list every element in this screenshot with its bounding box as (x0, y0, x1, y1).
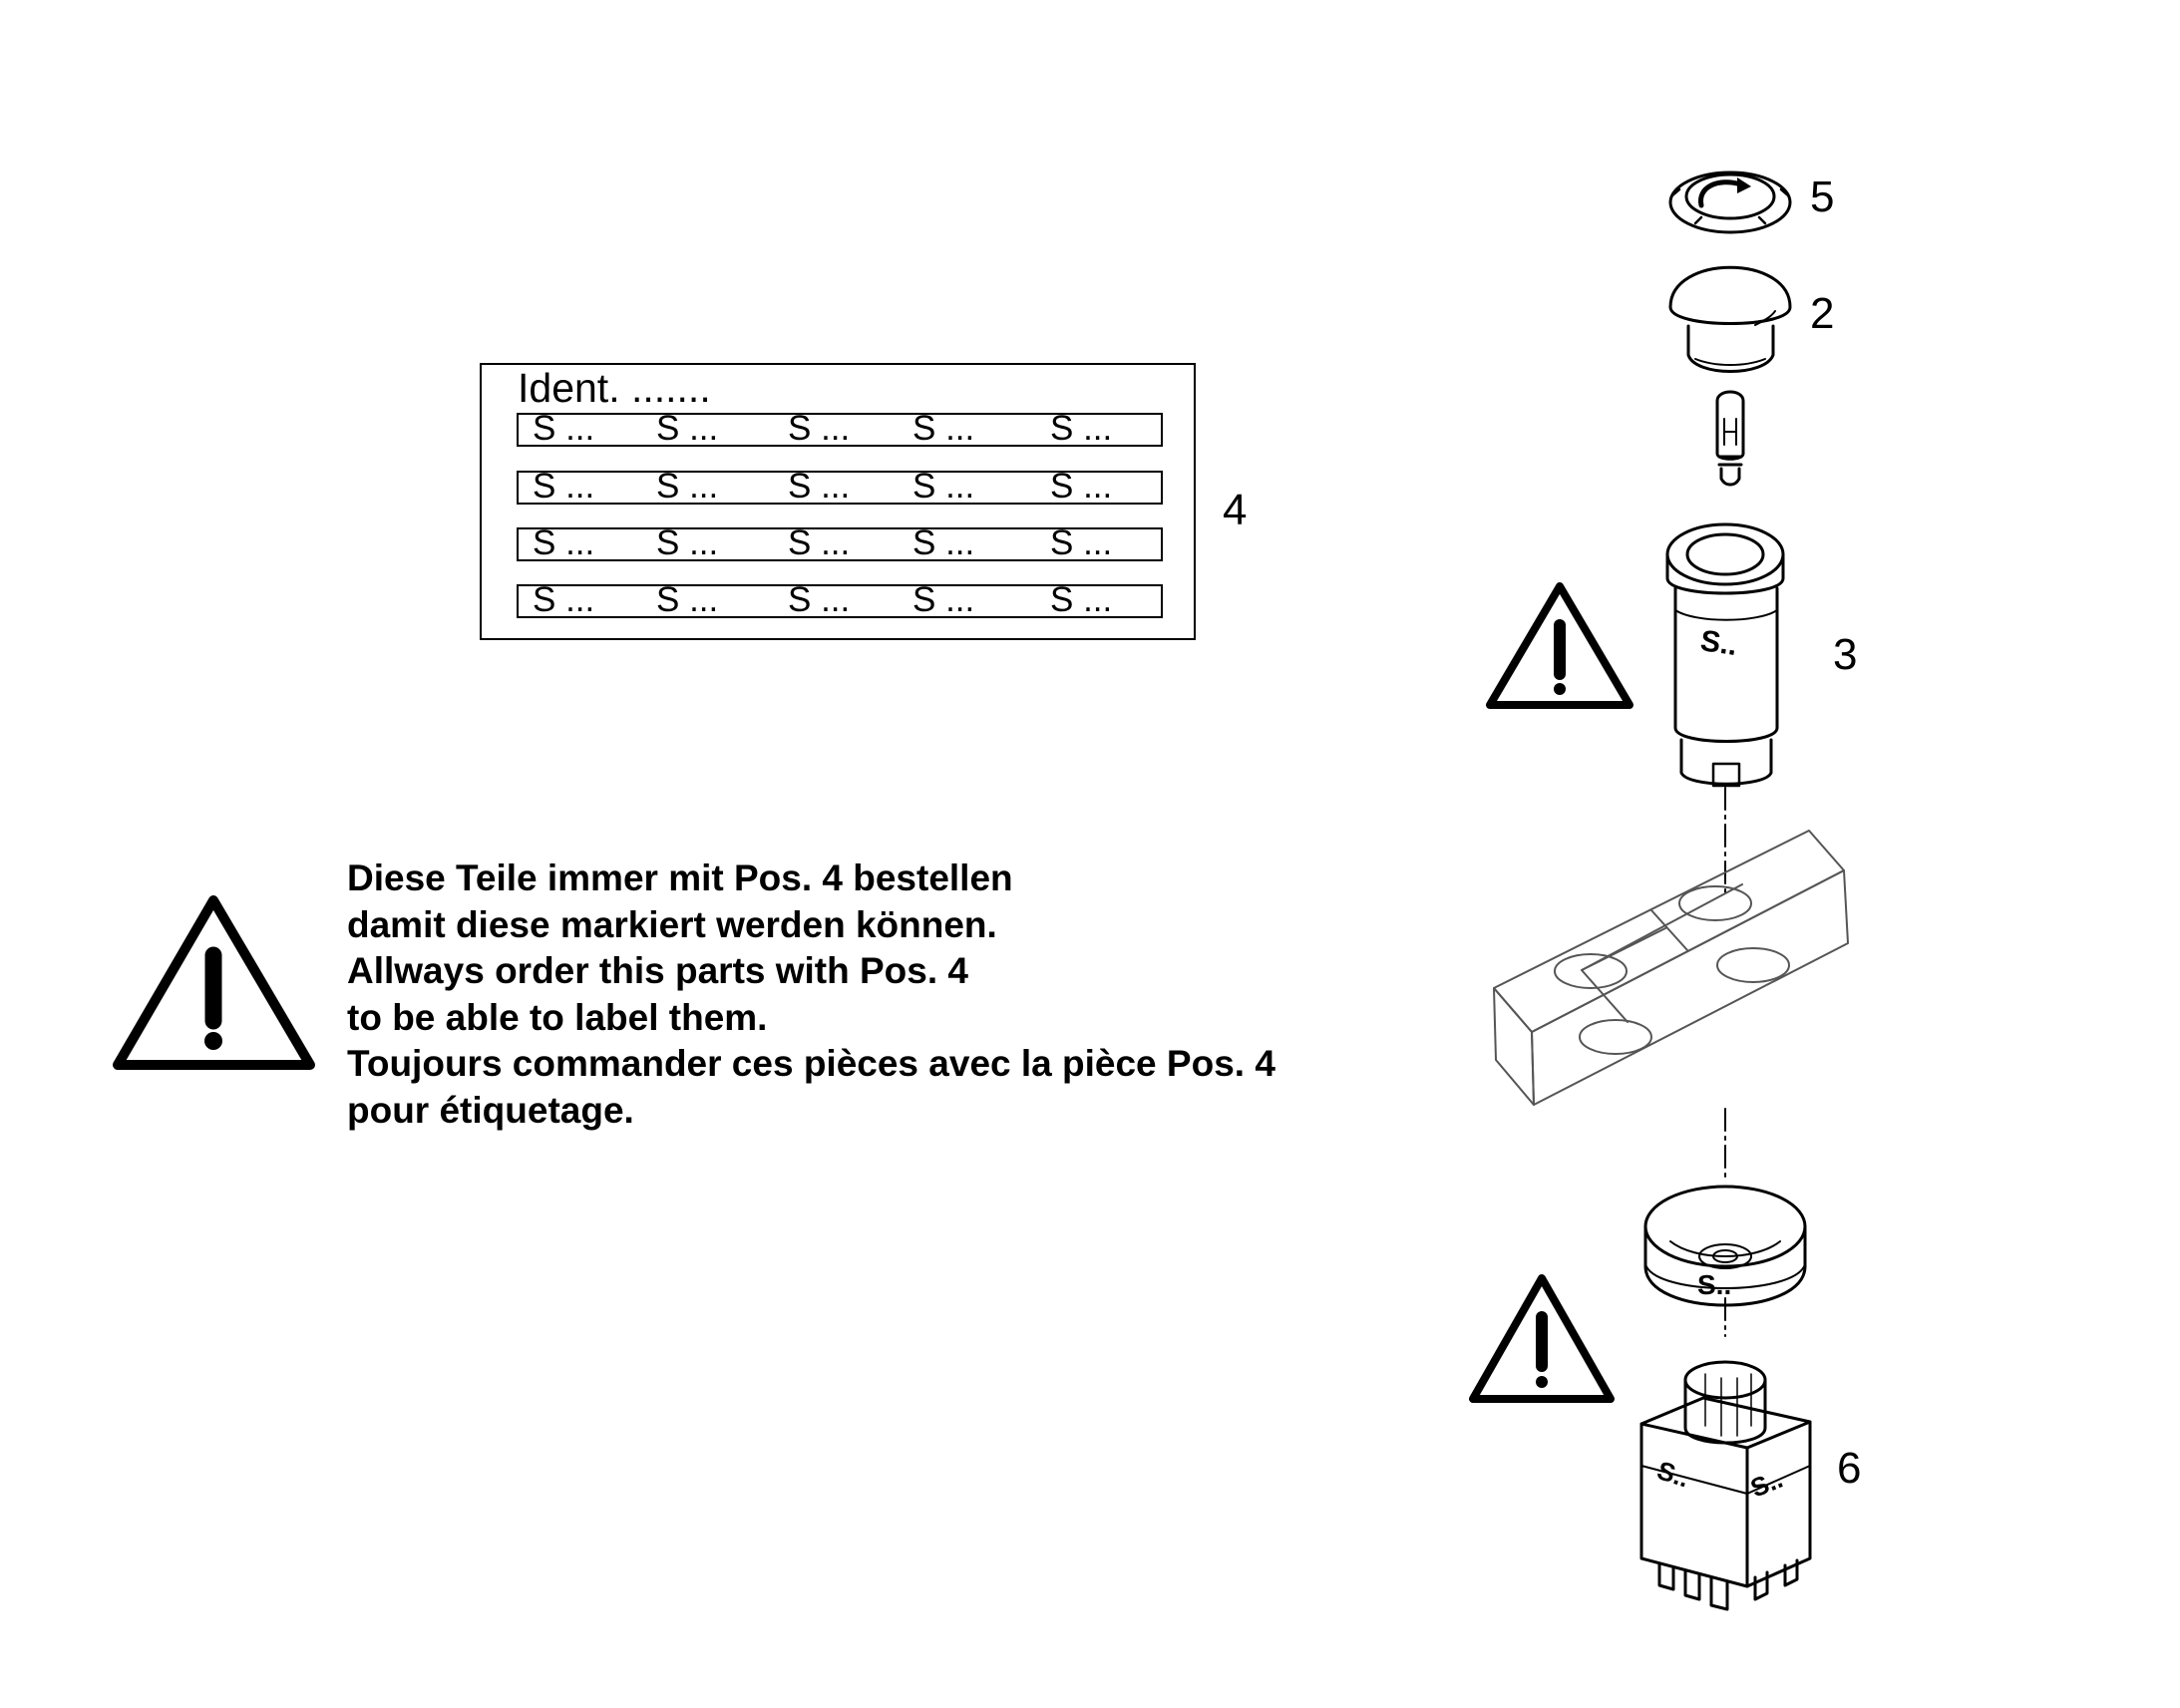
position-number-4: 4 (1223, 486, 1248, 534)
label-cell: S ... (788, 523, 851, 562)
mounting-plate (1493, 830, 1849, 1106)
position-number-5: 5 (1810, 172, 1835, 221)
switch-mark-right: S.. (1746, 1464, 1787, 1504)
label-cell: S ... (1050, 409, 1113, 448)
switch-block (1639, 1360, 1812, 1611)
label-cell: S ... (788, 467, 851, 506)
warning-triangle-icon (1469, 1274, 1615, 1403)
note-line: Allways order this parts with Pos. 4 (347, 950, 969, 991)
label-row-1: S ... S ... S ... S ... S ... (517, 409, 1163, 448)
label-cell: S ... (912, 523, 975, 562)
label-cell: S ... (533, 523, 595, 562)
label-cell: S ... (533, 580, 595, 619)
note-line: damit diese markiert werden können. (347, 903, 997, 945)
note-line: Toujours commander ces pièces avec la pi… (347, 1043, 1275, 1084)
note-line: pour étiquetage. (347, 1089, 634, 1131)
lens-ring (1668, 171, 1792, 234)
collar-ring (1643, 1185, 1807, 1307)
push-cap (1668, 265, 1792, 373)
label-cell: S ... (1050, 467, 1113, 506)
label-cell: S ... (912, 467, 975, 506)
label-cell: S ... (788, 580, 851, 619)
label-row-3: S ... S ... S ... S ... S ... (517, 523, 1163, 562)
note-line: Diese Teile immer mit Pos. 4 bestellen (347, 857, 1013, 898)
label-card: Ident. ....... S ... S ... S ... S ... S… (480, 363, 1196, 640)
holder-mark: S.. (1698, 624, 1739, 662)
label-row-2: S ... S ... S ... S ... S ... (517, 467, 1163, 506)
label-cell: S ... (656, 409, 719, 448)
order-note: Diese Teile immer mit Pos. 4 bestellen d… (347, 855, 1275, 1134)
collar-mark: S.. (1697, 1269, 1731, 1300)
note-line: to be able to label them. (347, 996, 768, 1038)
rotate-arrow-icon (1698, 177, 1751, 208)
label-row-4: S ... S ... S ... S ... S ... (517, 580, 1163, 619)
label-cell: S ... (1050, 523, 1113, 562)
label-cell: S ... (656, 580, 719, 619)
position-number-6: 6 (1837, 1444, 1862, 1493)
switch-mark-left: S.. (1653, 1455, 1693, 1493)
indicator-bulb (1715, 390, 1745, 487)
label-cell: S ... (912, 409, 975, 448)
label-cell: S ... (1050, 580, 1113, 619)
position-number-3: 3 (1833, 630, 1858, 679)
lamp-holder (1665, 522, 1785, 788)
label-cell: S ... (533, 409, 595, 448)
ident-label: Ident. ....... (518, 365, 711, 411)
label-cell: S ... (912, 580, 975, 619)
label-cell: S ... (656, 523, 719, 562)
label-cell: S ... (533, 467, 595, 506)
warning-triangle-icon (113, 895, 315, 1070)
warning-triangle-icon (1486, 582, 1634, 709)
label-cell: S ... (656, 467, 719, 506)
label-cell: S ... (788, 409, 851, 448)
position-number-2: 2 (1810, 289, 1835, 338)
